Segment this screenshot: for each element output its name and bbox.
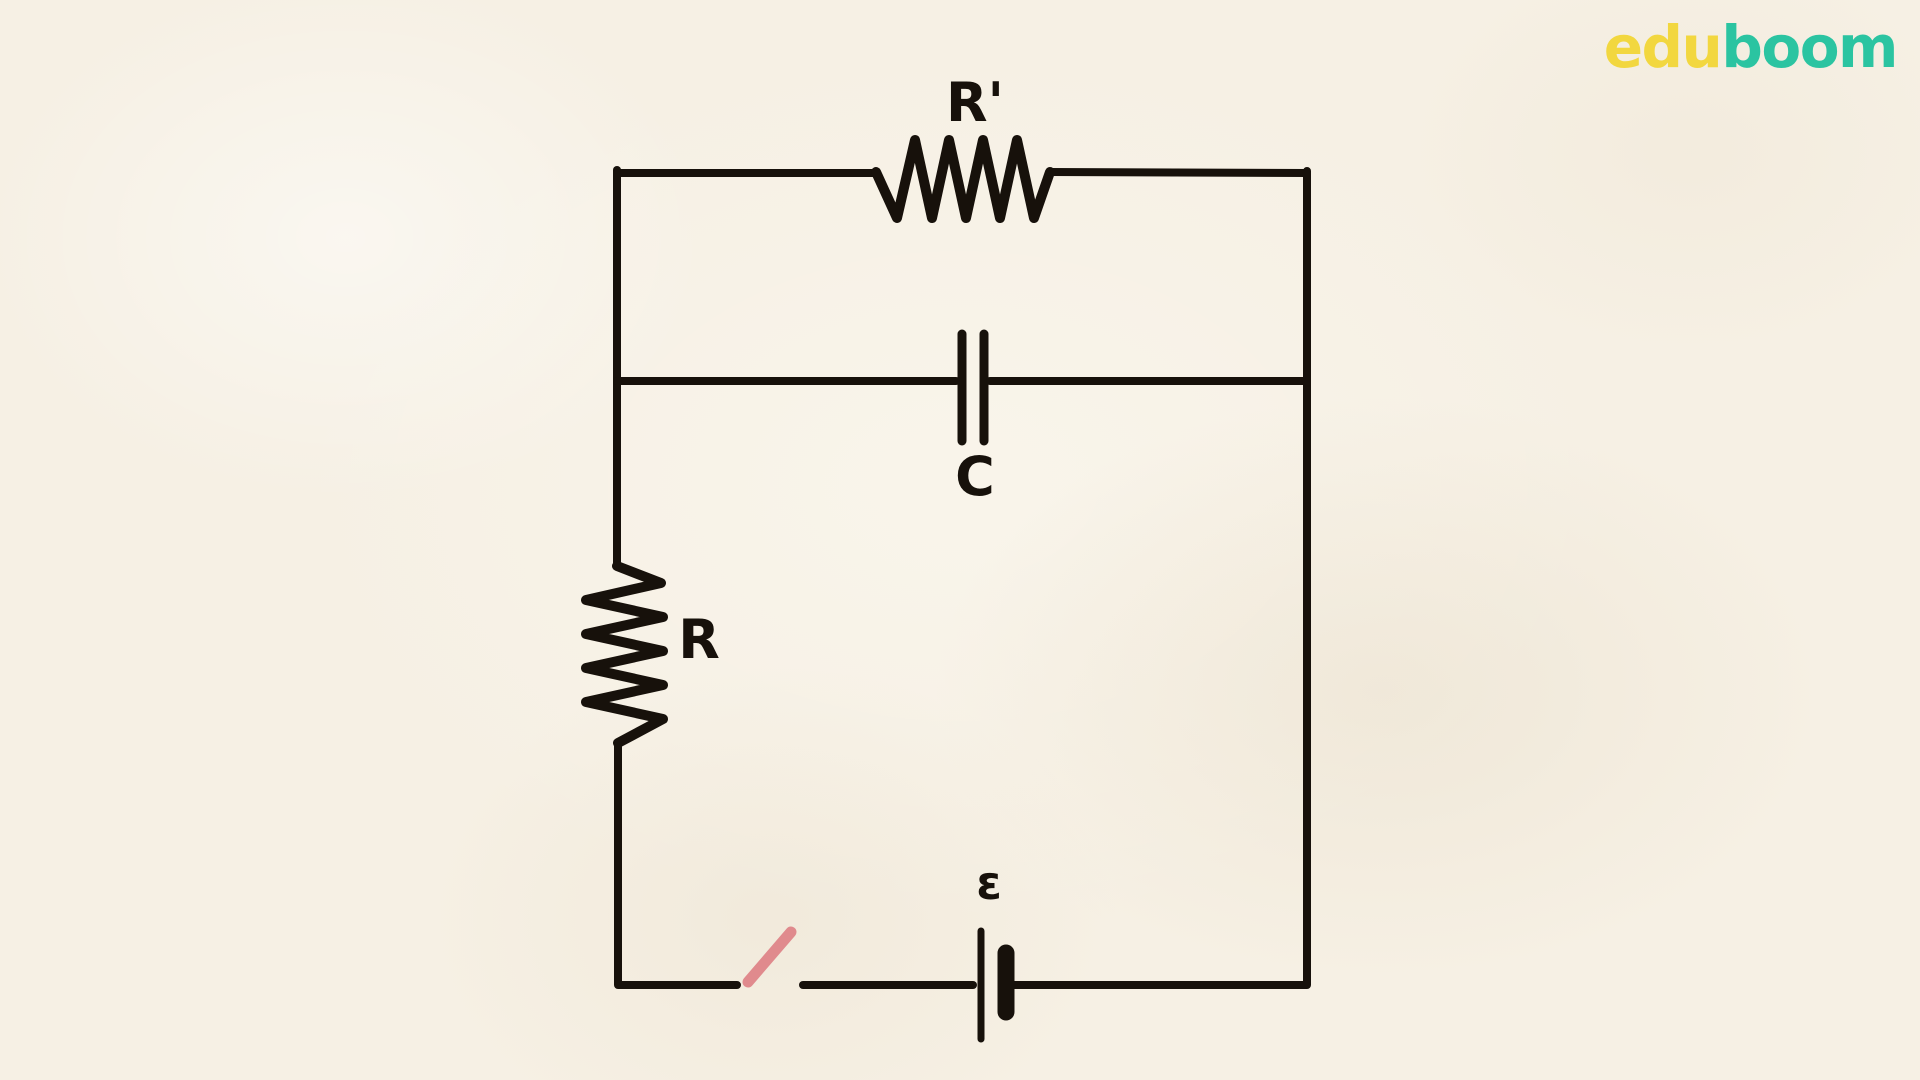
label-capacitor: C [955,445,995,508]
resistor-r-symbol [581,561,668,748]
top-wire-right [1046,168,1311,177]
resistor-r-prime-symbol [871,135,1055,223]
label-left-resistor: R [678,608,720,671]
eduboom-logo: eduboom [1604,18,1899,76]
switch-lever [742,926,797,988]
left-branch [581,166,741,989]
right-wire [1010,167,1311,989]
logo-part-edu: edu [1603,13,1723,81]
capacitor-symbol [957,329,989,446]
logo-part-boom: boom [1721,13,1898,81]
label-top-resistor: R' [945,71,1005,134]
bottom-branch [742,926,1015,1043]
label-emf: ε [976,856,1002,910]
battery-symbol [977,927,1015,1043]
top-branch [613,135,1311,223]
middle-branch [613,329,1311,446]
left-wire-lower [614,739,741,989]
